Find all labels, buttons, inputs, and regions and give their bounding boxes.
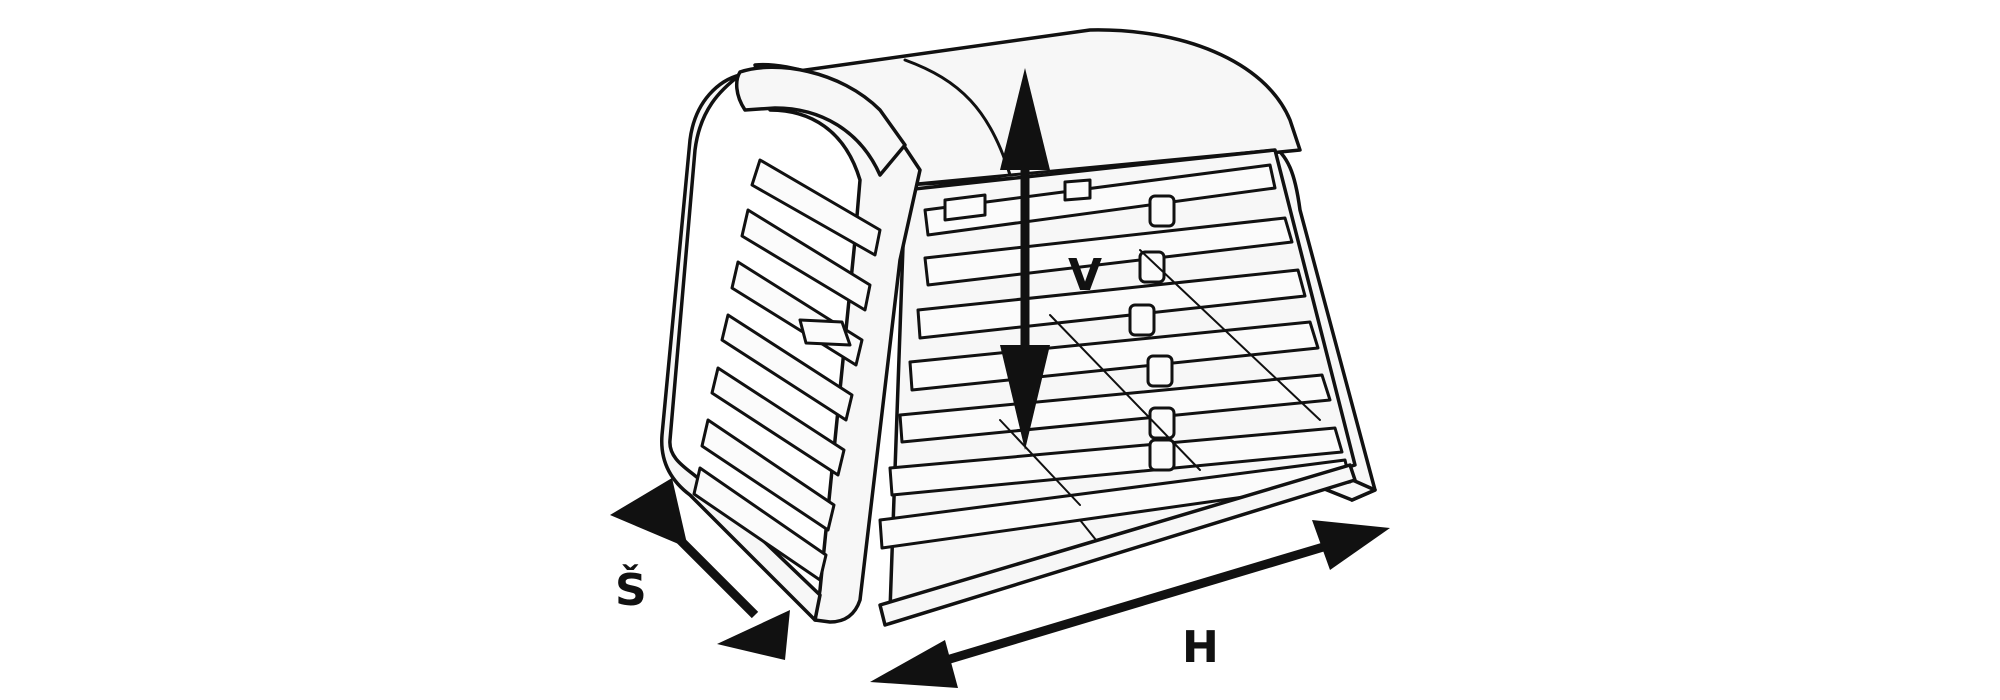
width-arrow [610,478,790,660]
crate-top-left-corner [734,65,907,177]
length-label: H [1182,622,1219,673]
height-label: V [1068,250,1102,301]
crate-front-slats [692,158,1092,582]
door-hinge-top [943,193,987,222]
height-arrow-head-top [1000,68,1050,170]
crate-bottom-rail [878,463,1357,627]
length-arrow [870,520,1390,688]
width-arrow-head-top [610,478,688,548]
crate-illustration [660,28,1377,627]
door-hinge-mid [1063,178,1092,202]
door-latch [798,318,852,347]
width-label: Š [615,563,647,616]
width-arrow-head-bottom [717,610,790,660]
crate-side-slats [878,163,1352,550]
height-arrow [1000,68,1050,450]
length-arrow-head-left [870,640,958,688]
length-arrow-head-right [1312,520,1390,570]
crate-roof-divider [903,58,1012,177]
height-arrow-head-bottom [1000,345,1050,450]
